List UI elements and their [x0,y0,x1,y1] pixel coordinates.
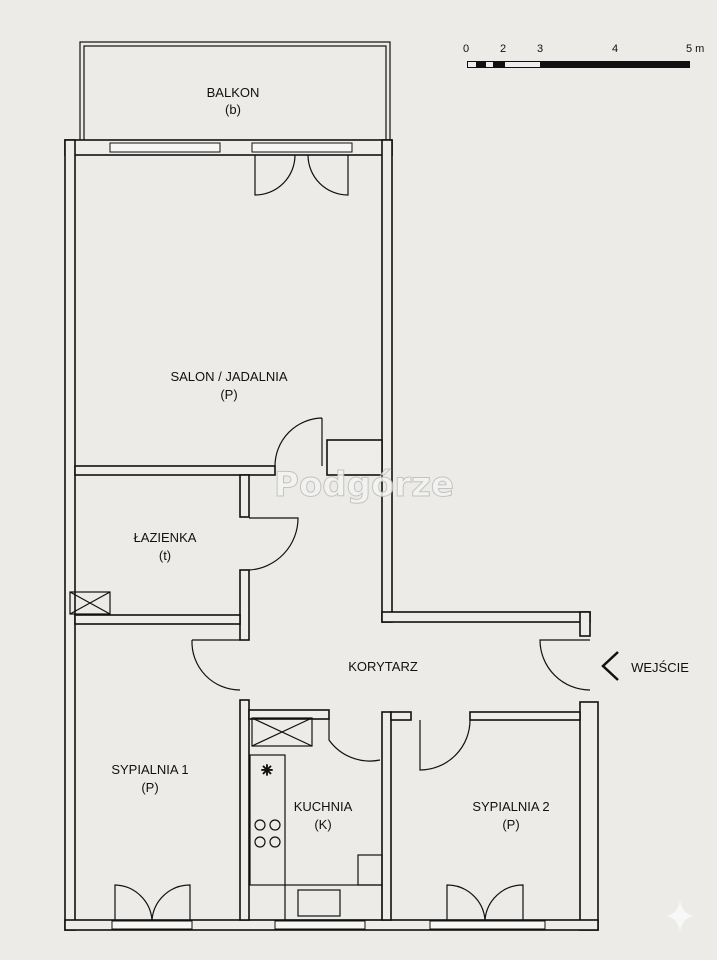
windows [109,142,546,930]
scale-tick-3: 3 [537,43,543,55]
kitchen-name: KUCHNIA [294,799,353,814]
corridor-name: KORYTARZ [348,659,418,674]
watermark: Podgórze [274,465,454,505]
ventilation-shafts [69,591,313,747]
entrance-label: WEJŚCIE [631,660,689,675]
kitchen-code: (K) [314,817,331,832]
living-name: SALON / JADALNIA [170,369,287,384]
bathroom-name: ŁAZIENKA [134,530,197,545]
scale-tick-5: 5 m [686,43,704,55]
bedroom1-name: SYPIALNIA 1 [111,762,188,777]
sink-icon [297,889,341,917]
balcony-code: (b) [225,102,241,117]
bedroom2-name: SYPIALNIA 2 [472,799,549,814]
scale-tick-0: 0 [463,43,469,55]
sparkle-icon [666,900,694,932]
fridge-icon: ✳ [261,762,273,778]
bathroom-code: (t) [159,548,171,563]
scale-tick-4: 4 [612,43,618,55]
living-code: (P) [220,387,237,402]
scale-bar: 0 2 3 4 5 m [463,43,704,68]
balcony-name: BALKON [207,85,260,100]
bedroom2-code: (P) [502,817,519,832]
bedroom1-code: (P) [141,780,158,795]
entrance-arrow-icon [601,651,619,681]
kitchen-fixtures: ✳ [249,754,383,921]
scale-tick-2: 2 [500,43,506,55]
doors [114,154,591,921]
